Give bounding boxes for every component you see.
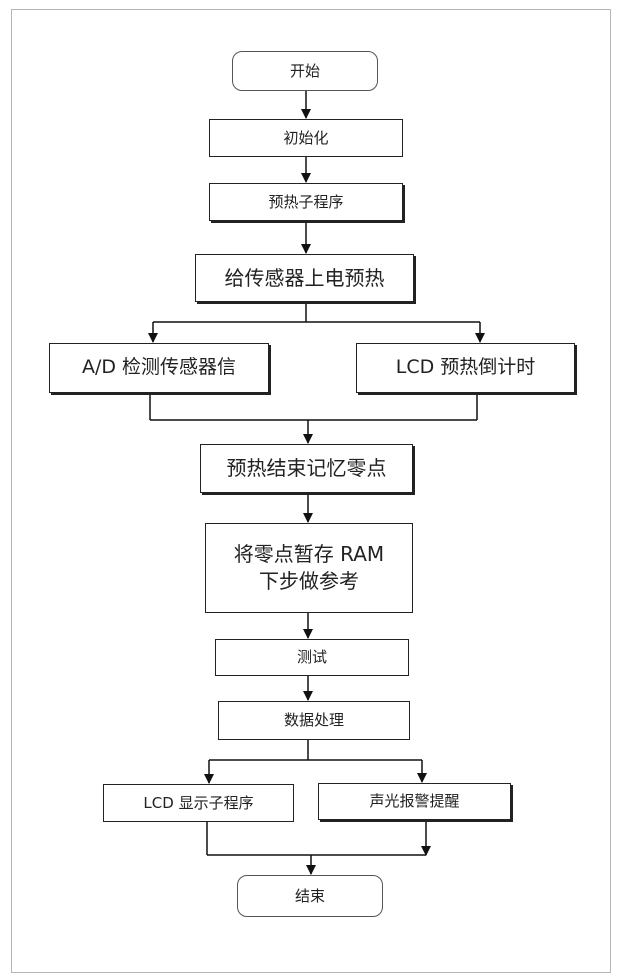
ad-detect-step: A/D 检测传感器信 (49, 343, 269, 393)
diagram-frame (11, 9, 611, 973)
init-label: 初始化 (283, 128, 329, 147)
end-terminal: 结束 (237, 875, 383, 917)
lcd-countdown-label: LCD 预热倒计时 (395, 356, 536, 379)
start-terminal: 开始 (232, 51, 378, 91)
alarm-step: 声光报警提醒 (318, 783, 511, 820)
lcd-countdown-step: LCD 预热倒计时 (356, 343, 575, 393)
preheat-subroutine-step: 预热子程序 (209, 183, 403, 221)
store-zero-label-line1: 将零点暂存 RAM (233, 542, 385, 566)
power-sensor-label: 给传感器上电预热 (224, 265, 385, 290)
store-zero-step: 将零点暂存 RAM 下步做参考 (205, 523, 413, 613)
power-sensor-step: 给传感器上电预热 (195, 254, 414, 302)
end-label: 结束 (294, 886, 325, 905)
preheat-end-step: 预热结束记忆零点 (200, 444, 413, 493)
lcd-display-step: LCD 显示子程序 (103, 784, 294, 822)
alarm-label: 声光报警提醒 (369, 792, 460, 811)
data-processing-step: 数据处理 (218, 701, 410, 740)
preheat-end-label: 预热结束记忆零点 (226, 456, 387, 480)
init-step: 初始化 (209, 119, 403, 157)
data-processing-label: 数据处理 (283, 711, 344, 730)
preheat-subroutine-label: 预热子程序 (268, 192, 344, 211)
start-label: 开始 (289, 61, 320, 80)
lcd-display-label: LCD 显示子程序 (143, 793, 254, 812)
ad-detect-label: A/D 检测传感器信 (81, 356, 237, 379)
test-label: 测试 (296, 648, 327, 667)
test-step: 测试 (215, 639, 409, 676)
store-zero-label-line2: 下步做参考 (259, 569, 359, 593)
